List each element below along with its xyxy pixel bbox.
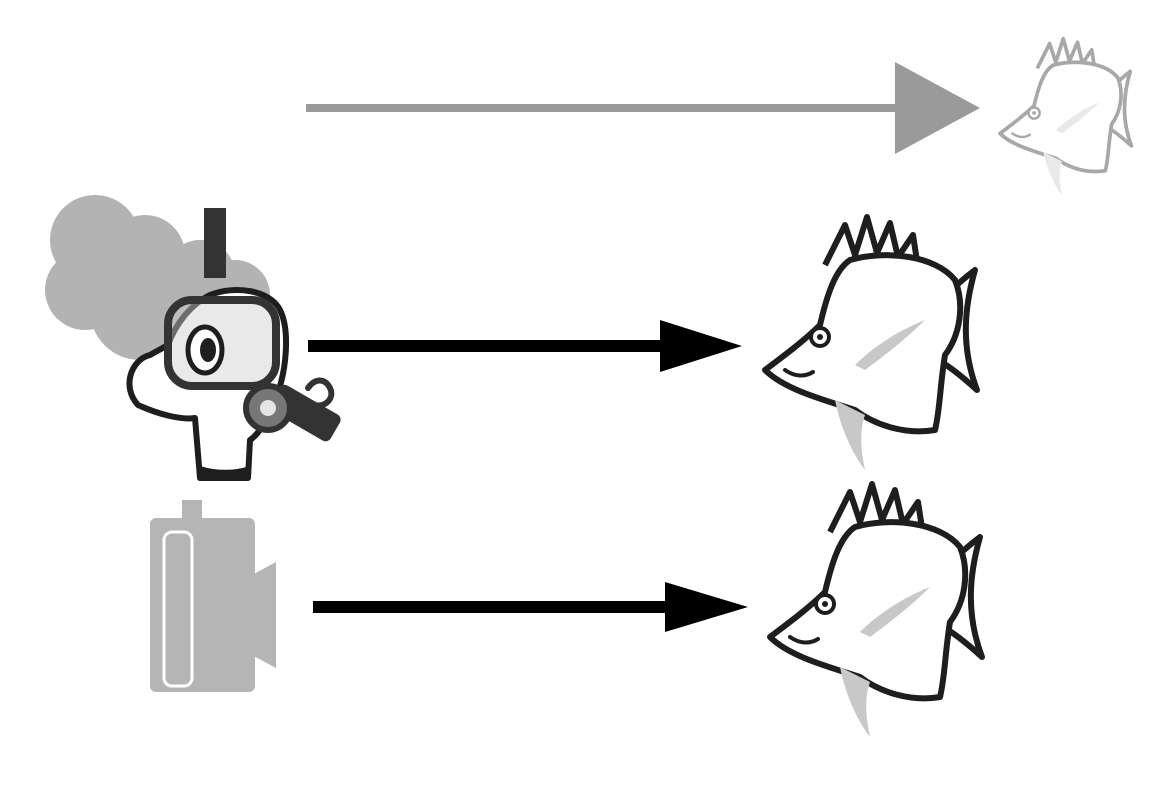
top-arrow-head: [895, 62, 980, 154]
bottom-row: [313, 484, 982, 737]
top-row: [306, 36, 1134, 198]
fish-icon: [770, 484, 982, 737]
diver-icon: [45, 195, 341, 481]
camera-housing-icon: [150, 500, 276, 692]
fish-icon: [765, 217, 977, 470]
middle-row: [308, 217, 977, 470]
bottom-arrow-head: [665, 582, 748, 632]
faded-fish-icon: [998, 36, 1134, 198]
middle-arrow-head: [660, 320, 742, 372]
